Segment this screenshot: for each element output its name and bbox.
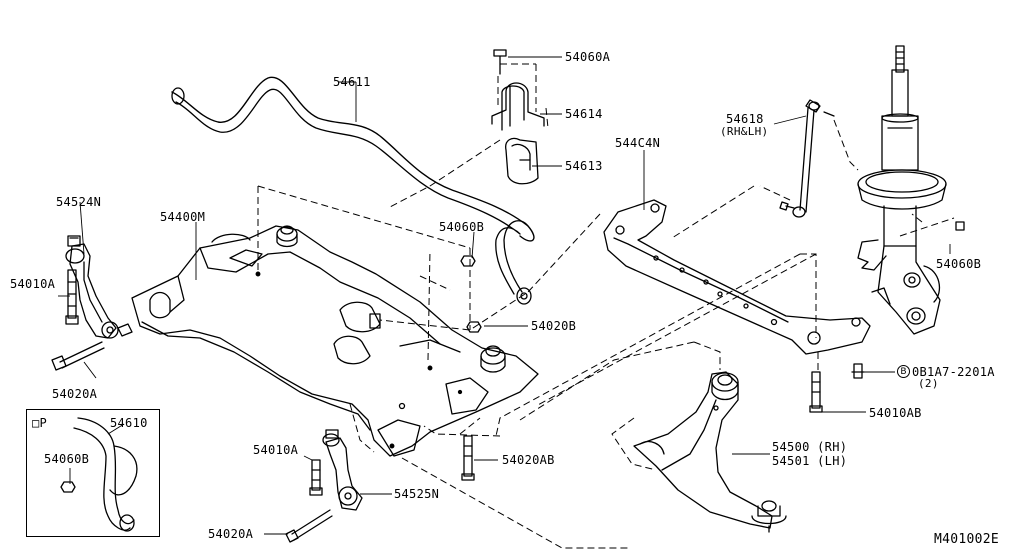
inset-box — [26, 409, 160, 537]
label-54020B: 54020B — [531, 319, 577, 333]
label-544C4N: 544C4N — [615, 136, 661, 150]
subframe — [131, 225, 539, 457]
label-54618: 54618 — [726, 112, 764, 126]
label-54614: 54614 — [565, 107, 603, 121]
label-inset-marker: □P — [32, 416, 48, 430]
label-54010A-bottom: 54010A — [253, 443, 299, 457]
label-0B1A7-2201A: 0B1A7-2201A — [912, 365, 995, 379]
label-54400M: 54400M — [160, 210, 206, 224]
label-54613: 54613 — [565, 159, 603, 173]
label-54610: 54610 — [110, 416, 148, 430]
diagram-code: M401002E — [934, 532, 1000, 547]
stabilizer-bar — [171, 76, 535, 305]
inset-stabilizer-bar — [73, 417, 138, 532]
label-54060B-right: 54060B — [936, 257, 982, 271]
left-tension-rod — [51, 235, 133, 371]
label-54060B-mid: 54060B — [439, 220, 485, 234]
strut-assembly — [857, 45, 965, 335]
label-54060A: 54060A — [565, 50, 611, 64]
label-54020A-left: 54020A — [52, 387, 98, 401]
bushing-clamp — [491, 49, 545, 185]
label-54524N: 54524N — [56, 195, 102, 209]
label-54525N: 54525N — [394, 487, 440, 501]
label-54010AB: 54010AB — [869, 406, 922, 420]
bottom-tension-rod — [285, 429, 363, 543]
label-54020A-bottom: 54020A — [208, 527, 254, 541]
label-0B1A7-qty: (2) — [918, 377, 939, 390]
cross-member — [603, 199, 871, 355]
label-54020AB: 54020AB — [502, 453, 555, 467]
label-54501: 54501 (LH) — [772, 454, 848, 468]
fasteners — [60, 255, 865, 493]
stabilizer-link — [779, 99, 835, 218]
label-54010A-left: 54010A — [10, 277, 56, 291]
circle-b-marker: B — [897, 365, 910, 378]
dashed-guides — [257, 63, 955, 549]
lower-arm — [633, 371, 787, 533]
label-54060B-inset: 54060B — [44, 452, 90, 466]
leader-lines — [58, 56, 951, 535]
label-54500: 54500 (RH) — [772, 440, 848, 454]
label-54618-side: (RH&LH) — [720, 125, 769, 138]
label-54611: 54611 — [333, 75, 371, 89]
